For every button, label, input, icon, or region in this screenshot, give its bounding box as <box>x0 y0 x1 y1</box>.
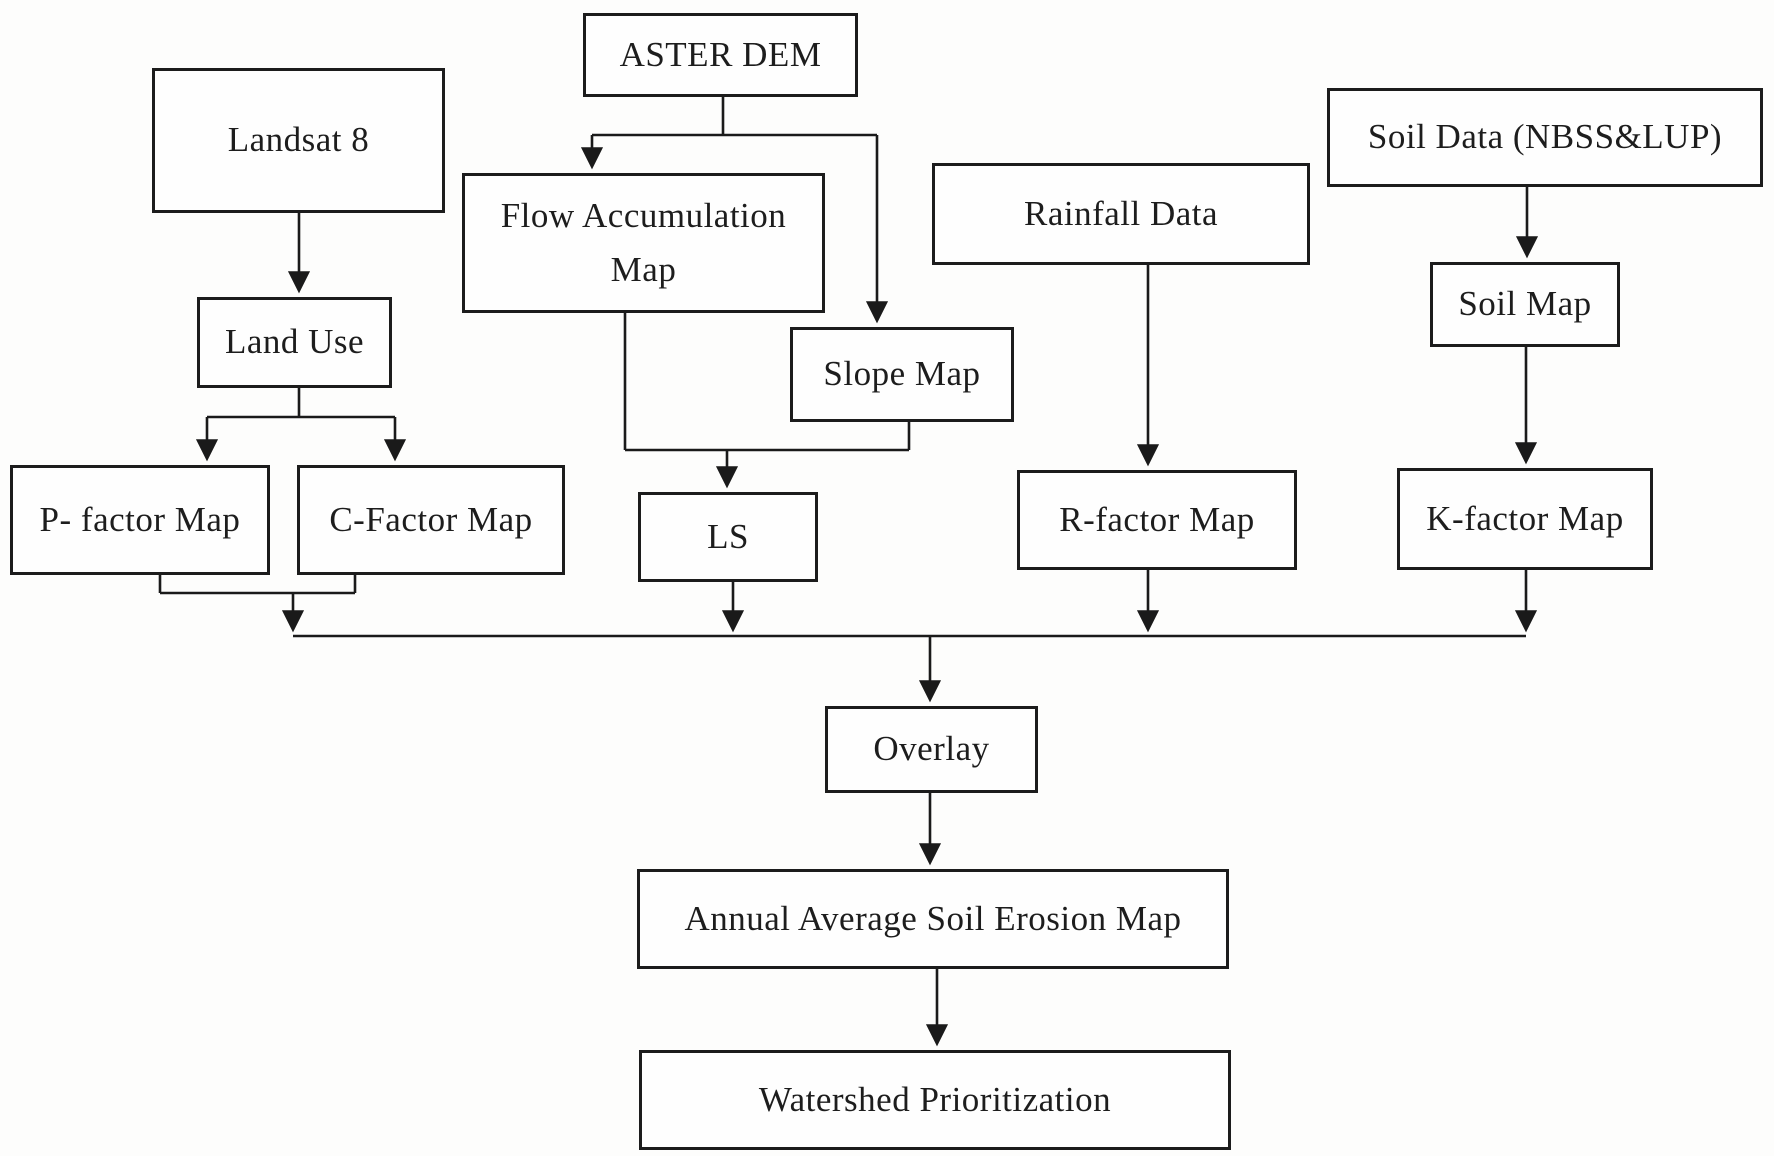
node-r-factor-map-label: R-factor Map <box>1059 499 1255 539</box>
node-r-factor-map: R-factor Map <box>1017 470 1297 570</box>
node-annual-average-soil-erosion-map-label: Annual Average Soil Erosion Map <box>684 898 1182 938</box>
node-k-factor-map: K-factor Map <box>1397 468 1653 570</box>
node-watershed-prioritization-label: Watershed Prioritization <box>758 1079 1112 1119</box>
node-soil-data: Soil Data (NBSS&LUP) <box>1327 88 1763 187</box>
node-soil-map-label: Soil Map <box>1458 284 1592 324</box>
node-annual-average-soil-erosion-map: Annual Average Soil Erosion Map <box>637 869 1229 969</box>
node-slope-map-label: Slope Map <box>823 354 981 394</box>
node-overlay-label: Overlay <box>873 729 990 769</box>
edge-land-use-split <box>207 388 395 419</box>
node-land-use-label: Land Use <box>224 322 365 362</box>
node-p-factor-map: P- factor Map <box>10 465 270 575</box>
node-overlay: Overlay <box>825 706 1038 793</box>
node-flow-accumulation-map: Flow Accumulation Map <box>462 173 825 313</box>
node-watershed-prioritization: Watershed Prioritization <box>639 1050 1231 1150</box>
node-soil-map: Soil Map <box>1430 262 1620 347</box>
node-landsat8-label: Landsat 8 <box>227 120 370 160</box>
node-soil-data-label: Soil Data (NBSS&LUP) <box>1367 117 1723 157</box>
edge-p-c-merge <box>158 575 357 595</box>
node-landsat8: Landsat 8 <box>152 68 445 213</box>
node-flow-accumulation-map-label: Flow Accumulation Map <box>500 195 787 289</box>
edge-flow-slope-merge <box>623 313 911 452</box>
node-slope-map: Slope Map <box>790 327 1014 422</box>
node-c-factor-map: C-Factor Map <box>297 465 565 575</box>
edge-aster-dem-split <box>592 97 877 137</box>
node-rainfall-data: Rainfall Data <box>932 163 1310 265</box>
node-k-factor-map-label: K-factor Map <box>1426 498 1624 538</box>
node-aster-dem-label: ASTER DEM <box>619 34 822 74</box>
node-c-factor-map-label: C-Factor Map <box>329 499 533 539</box>
node-aster-dem: ASTER DEM <box>583 13 858 97</box>
node-rainfall-data-label: Rainfall Data <box>1023 193 1219 233</box>
node-land-use: Land Use <box>197 297 392 388</box>
node-ls-label: LS <box>707 516 749 556</box>
node-ls: LS <box>638 492 818 582</box>
node-p-factor-map-label: P- factor Map <box>39 499 241 539</box>
